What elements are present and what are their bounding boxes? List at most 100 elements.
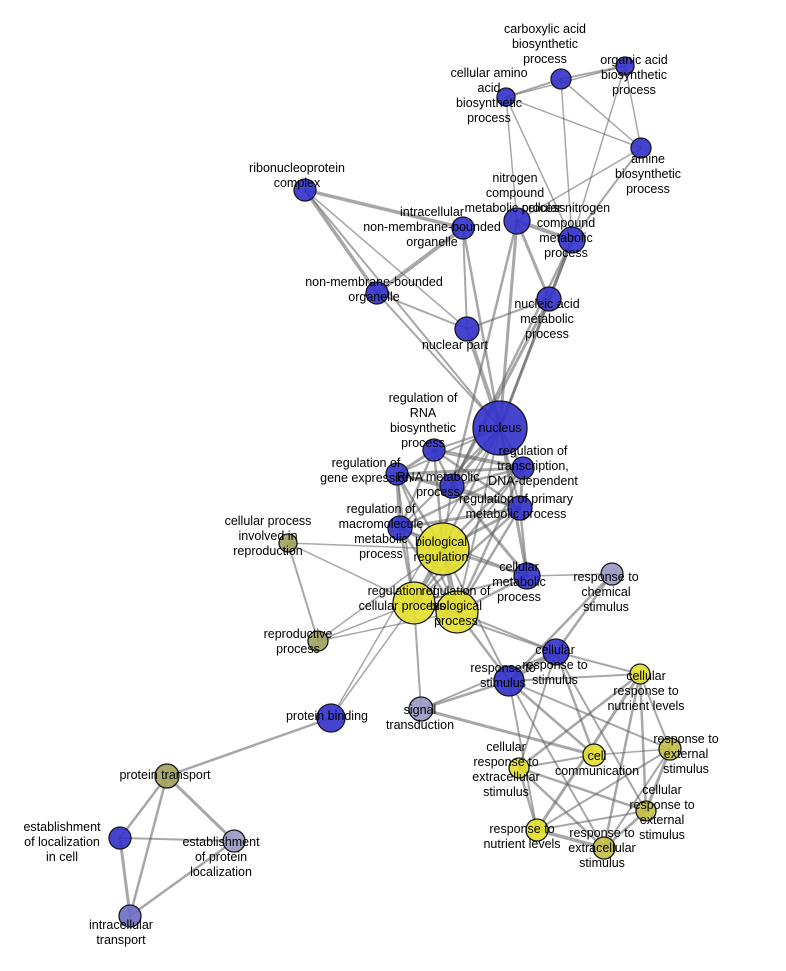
graph-edge — [432, 448, 525, 470]
graph-node-rcp[interactable] — [392, 581, 436, 625]
graph-edge — [603, 748, 671, 849]
graph-node-rs[interactable] — [493, 665, 525, 697]
graph-node-crexs[interactable] — [635, 800, 657, 822]
graph-node-it[interactable] — [118, 904, 142, 928]
graph-node-rnl[interactable] — [525, 818, 549, 842]
graph-node-rrb[interactable] — [422, 438, 446, 462]
graph-edge — [317, 611, 458, 642]
graph-edge — [450, 219, 519, 488]
graph-node-rexs[interactable] — [592, 836, 616, 860]
edges-layer — [118, 65, 672, 918]
graph-node-nmbo[interactable] — [365, 281, 389, 305]
graph-node-nam[interactable] — [536, 286, 562, 312]
graph-node-br[interactable] — [416, 522, 470, 576]
graph-node-pt[interactable] — [154, 763, 180, 789]
graph-node-rp[interactable] — [307, 630, 329, 652]
graph-node-rge[interactable] — [385, 462, 409, 486]
graph-node-rmp[interactable] — [439, 473, 465, 499]
graph-edge — [593, 748, 671, 756]
graph-edge — [165, 774, 236, 843]
graph-edge — [602, 672, 642, 850]
graph-edge — [505, 96, 518, 222]
graph-edge — [330, 427, 501, 719]
graph-edge — [304, 189, 468, 330]
graph-node-np[interactable] — [454, 316, 480, 342]
graph-edge — [420, 651, 557, 710]
graph-node-inmbo[interactable] — [451, 216, 475, 240]
graph-node-nc[interactable] — [503, 207, 531, 235]
graph-node-ca[interactable] — [550, 68, 572, 90]
graph-edge — [560, 78, 573, 241]
graph-edge — [119, 837, 235, 842]
graph-edge — [639, 673, 671, 750]
graph-edge — [303, 188, 465, 230]
graph-edge — [505, 96, 642, 149]
graph-edge — [517, 766, 606, 850]
graph-edge — [505, 96, 573, 241]
graph-node-cnc[interactable] — [558, 226, 586, 254]
graph-node-rnp[interactable] — [293, 178, 317, 202]
graph-node-pb[interactable] — [316, 703, 346, 733]
graph-node-aab[interactable] — [496, 87, 516, 107]
graph-node-oa[interactable] — [615, 56, 635, 76]
graph-edge — [303, 188, 379, 295]
graph-node-am[interactable] — [630, 137, 652, 159]
graph-node-crs[interactable] — [542, 638, 570, 666]
graph-node-cc[interactable] — [582, 743, 606, 767]
graph-node-cpr[interactable] — [278, 533, 298, 553]
graph-edge — [461, 226, 502, 430]
graph-edge — [395, 466, 525, 476]
graph-node-rpm[interactable] — [507, 495, 533, 521]
graph-edge — [498, 219, 519, 430]
graph-edge — [554, 650, 596, 757]
graph-node-cmp[interactable] — [513, 562, 541, 590]
graph-node-epl[interactable] — [222, 829, 246, 853]
graph-edge — [330, 602, 415, 719]
graph-edge — [518, 754, 595, 769]
graph-node-res[interactable] — [658, 737, 682, 761]
node-label-pb: protein binding — [286, 709, 368, 723]
graph-node-rcs[interactable] — [600, 562, 624, 586]
graph-node-nuc[interactable] — [472, 400, 528, 456]
graph-edge — [624, 65, 642, 149]
graph-edge — [517, 672, 642, 770]
graph-node-cres[interactable] — [508, 757, 530, 779]
graph-edge — [118, 836, 132, 918]
graph-edge — [287, 542, 319, 642]
graph-node-rbp[interactable] — [435, 590, 479, 634]
graph-node-rmm[interactable] — [387, 515, 413, 541]
graph-edge — [571, 147, 642, 241]
node-label-pt: protein transport — [119, 768, 211, 782]
graph-node-rtd[interactable] — [511, 456, 535, 480]
graph-node-elc[interactable] — [108, 826, 132, 850]
graph-node-st[interactable] — [408, 696, 434, 722]
graph-node-crnl[interactable] — [629, 663, 651, 685]
